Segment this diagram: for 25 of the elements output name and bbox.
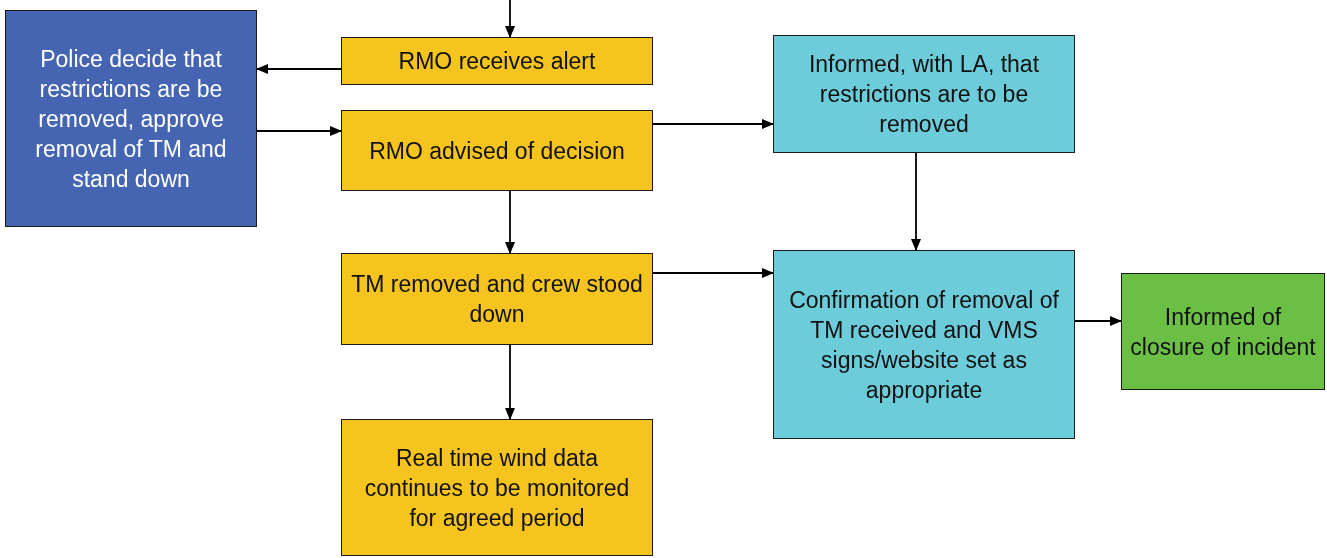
- box-label: Police decide that restrictions are be removed, approve removal of TM and stand down: [34, 44, 228, 194]
- process-box: [1121, 273, 1325, 390]
- arrow: [1074, 316, 1122, 326]
- arrow: [256, 126, 342, 136]
- box-label: Informed of closure of incident: [1130, 302, 1316, 362]
- process-box: [341, 37, 653, 85]
- arrow: [505, 344, 515, 420]
- process-box: [341, 110, 653, 191]
- arrow: [505, 0, 515, 38]
- box-label: Informed, with LA, that restrictions are to be removed: [807, 50, 1041, 139]
- box-label: RMO advised of decision: [369, 136, 625, 166]
- arrow: [505, 190, 515, 254]
- arrow: [256, 64, 342, 74]
- box-label: RMO receives alert: [398, 47, 596, 76]
- box-label: Confirmation of removal of TM received and VMS signs/website set as appropriate: [788, 285, 1060, 405]
- process-box: [773, 35, 1075, 153]
- decision-box: [5, 10, 257, 227]
- arrow: [652, 119, 774, 129]
- box-label: Real time wind data continues to be monitored for agreed period: [363, 443, 631, 533]
- arrow: [911, 152, 921, 251]
- arrow: [652, 268, 774, 278]
- process-box: [773, 250, 1075, 439]
- process-box: [341, 419, 653, 556]
- box-label: TM removed and crew stood down: [350, 270, 644, 329]
- process-box: [341, 253, 653, 345]
